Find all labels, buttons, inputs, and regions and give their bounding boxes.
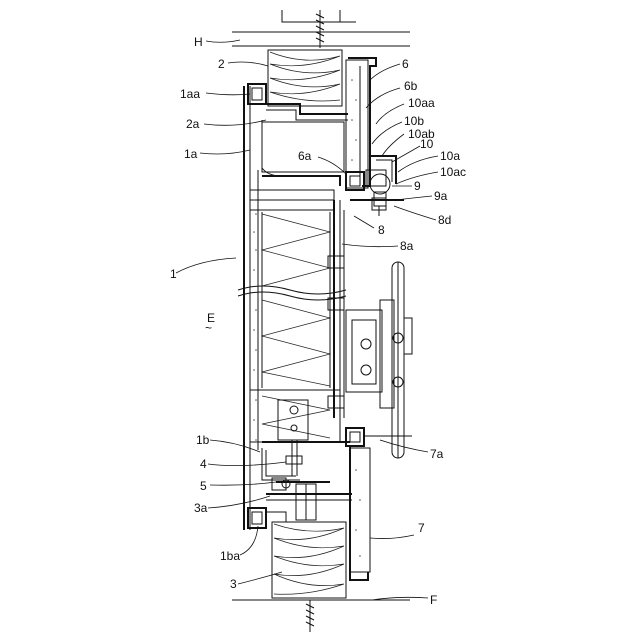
label-1b: 1b — [196, 433, 210, 447]
label-3a: 3a — [194, 501, 208, 515]
label-1: 1 — [170, 267, 177, 281]
label-9a: 9a — [434, 189, 448, 203]
label-8d: 8d — [438, 213, 451, 227]
lower-joint — [262, 400, 352, 522]
label-8: 8 — [378, 223, 385, 237]
label-1ba: 1ba — [220, 549, 240, 563]
leader-lines — [176, 40, 438, 600]
label-10ac: 10ac — [440, 165, 466, 179]
label-10: 10 — [420, 137, 434, 151]
label-1aa: 1aa — [180, 87, 200, 101]
main-panel-body — [238, 190, 346, 442]
label-3: 3 — [230, 577, 237, 591]
label-10a: 10a — [440, 149, 460, 163]
label-6: 6 — [402, 57, 409, 71]
label-7: 7 — [418, 521, 425, 535]
label-6a: 6a — [298, 149, 312, 163]
floor-slab — [232, 600, 410, 632]
label-10aa: 10aa — [408, 96, 435, 110]
label-F: F — [430, 593, 437, 607]
label-8a: 8a — [400, 239, 414, 253]
label-10b: 10b — [404, 114, 424, 128]
label-2a: 2a — [186, 117, 200, 131]
label-7a: 7a — [430, 447, 444, 461]
exterior-panel-frame — [244, 84, 348, 530]
upper-insulation-block — [268, 50, 342, 106]
label-2: 2 — [218, 57, 225, 71]
ceiling-slab — [232, 10, 410, 48]
label-H: H — [194, 35, 203, 49]
label-9: 9 — [414, 179, 421, 193]
label-E-tilde: ~ — [205, 321, 212, 335]
label-6b: 6b — [404, 79, 418, 93]
label-1a: 1a — [184, 147, 198, 161]
lower-insulation-block — [272, 522, 346, 598]
label-4: 4 — [200, 457, 207, 471]
label-5: 5 — [200, 479, 207, 493]
panel-stipple — [253, 199, 257, 441]
lower-right-panel — [346, 428, 412, 580]
